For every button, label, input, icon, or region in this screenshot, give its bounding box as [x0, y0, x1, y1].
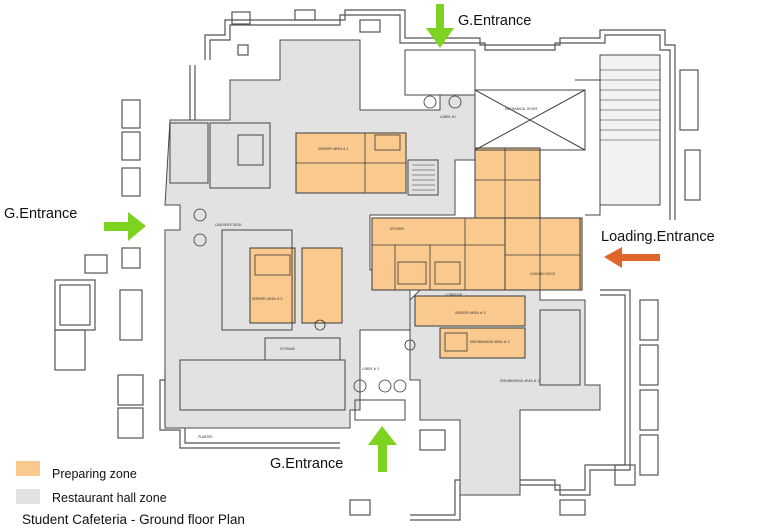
label-corridor: CORRIDOR: [445, 293, 463, 297]
legend-label-preparing: Preparing zone: [52, 467, 137, 481]
servery-2: [249, 247, 296, 324]
label-mechanical: MECHANICAL ROOM: [505, 107, 537, 111]
label-lobby-1: LOBBY #1: [440, 115, 456, 119]
label-planter: PLANTER: [198, 435, 213, 439]
legend-label-hall: Restaurant hall zone: [52, 491, 167, 505]
label-dishwash-3: DISHWASHING AREA # 3: [470, 340, 510, 344]
plan-title: Student Cafeteria - Ground floor Plan: [22, 512, 245, 527]
prep-corridor-right: [504, 217, 581, 291]
label-servery-1: SERVERY AREA # 1: [318, 147, 349, 151]
prep-counter: [301, 247, 343, 324]
label-servery-3: SERVERY AREA # 3: [455, 311, 486, 315]
loading-entrance-label: Loading.Entrance: [601, 229, 715, 245]
label-loading-dock: LOADING DOCK: [530, 272, 556, 276]
doors: [193, 95, 462, 393]
inner-walls: [169, 49, 601, 421]
arrow-loading-entrance: [604, 247, 660, 268]
room-labels: SERVERY AREA # 1 MECHANICAL ROOM LOBBY #…: [198, 107, 556, 439]
north-entrance-label: G.Entrance: [458, 13, 532, 29]
label-cashier: CASHIER'S DESK: [215, 223, 242, 227]
west-entrance-label: G.Entrance: [4, 206, 78, 222]
label-dishwash-2: DISHWASHING AREA # 2: [500, 379, 540, 383]
arrow-north-entrance: [426, 4, 454, 48]
legend-swatch-hall: [16, 489, 40, 504]
stairs: [412, 69, 660, 191]
servery-3: [414, 295, 526, 327]
south-entrance-label: G.Entrance: [270, 456, 344, 472]
label-lobby-3: LOBBY # 3: [362, 367, 379, 371]
legend-swatch-preparing: [16, 461, 40, 476]
arrow-south-entrance: [368, 426, 397, 472]
label-storage: STORAGE: [280, 347, 295, 351]
label-servery-2: SERVERY AREA # 2: [252, 297, 283, 301]
partition-lines: [254, 133, 580, 352]
label-kitchen: KITCHEN: [390, 227, 404, 231]
prep-north-core: [474, 147, 541, 224]
arrow-west-entrance: [104, 212, 146, 241]
